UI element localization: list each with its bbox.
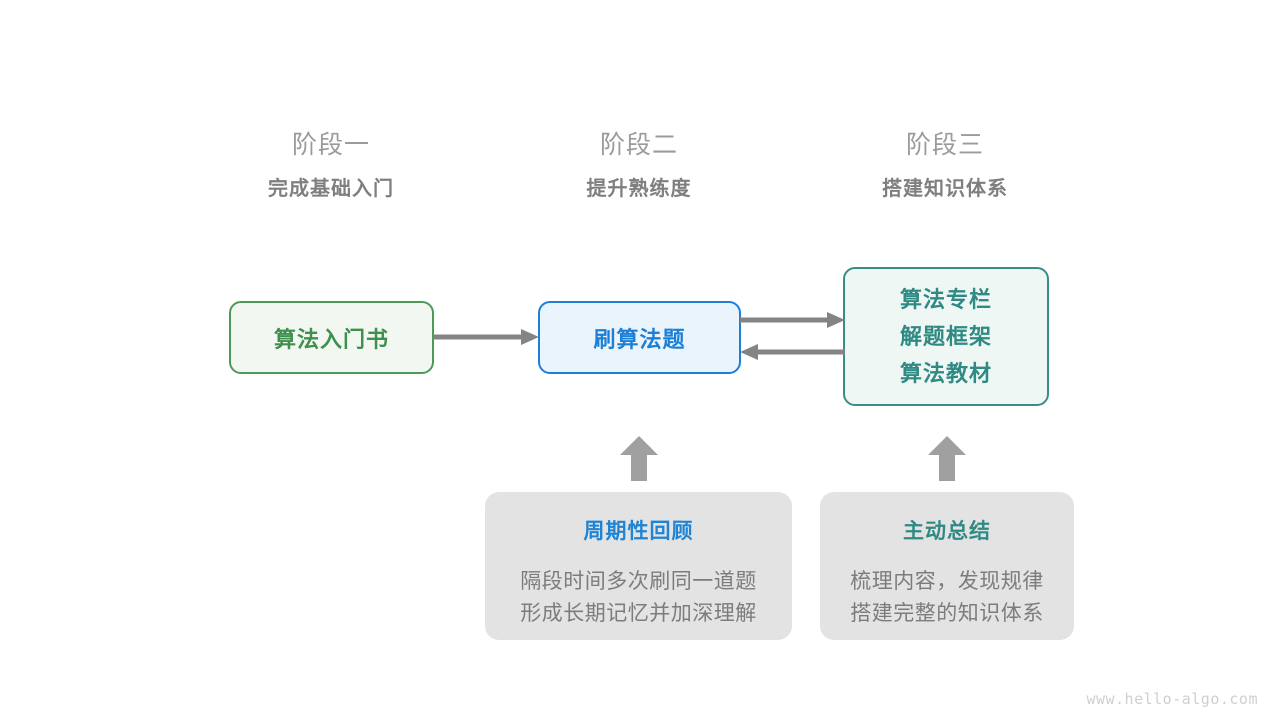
card-body: 梳理内容，发现规律 搭建完整的知识体系: [850, 566, 1044, 630]
card-periodic-review[interactable]: 周期性回顾 隔段时间多次刷同一道题 形成长期记忆并加深理解: [485, 492, 792, 640]
phase-subtitle: 提升熟练度: [586, 178, 692, 200]
phase-subtitle: 完成基础入门: [268, 178, 394, 200]
node-label-line-3: 算法教材: [899, 361, 992, 386]
card-body-line-2: 形成长期记忆并加深理解: [520, 602, 757, 625]
phase-title: 阶段三: [905, 131, 984, 159]
arrow-book-to-practice: [433, 329, 539, 345]
phase-subtitle: 搭建知识体系: [882, 178, 1008, 200]
arrow-practice-to-knowledge: [740, 312, 845, 328]
arrow-knowledge-to-practice: [740, 344, 845, 360]
phase-title: 阶段一: [291, 131, 370, 159]
phase-header-1: 阶段一 完成基础入门: [201, 128, 461, 204]
phase-header-3: 阶段三 搭建知识体系: [815, 128, 1075, 204]
up-arrow-periodic-review: [620, 436, 658, 481]
node-label: 算法入门书: [273, 326, 389, 352]
card-active-summary[interactable]: 主动总结 梳理内容，发现规律 搭建完整的知识体系: [820, 492, 1074, 640]
card-body-line-2: 搭建完整的知识体系: [850, 602, 1044, 625]
card-title: 周期性回顾: [583, 520, 694, 543]
watermark: www.hello-algo.com: [1086, 690, 1258, 708]
card-body-line-1: 梳理内容，发现规律: [850, 570, 1044, 593]
card-body-line-1: 隔段时间多次刷同一道题: [520, 570, 757, 593]
card-body: 隔段时间多次刷同一道题 形成长期记忆并加深理解: [520, 566, 757, 630]
node-label: 刷算法题: [593, 326, 686, 352]
node-label-line-2: 解题框架: [899, 324, 992, 349]
phase-header-2: 阶段二 提升熟练度: [509, 128, 769, 204]
node-label-line-1: 算法专栏: [899, 287, 992, 312]
up-arrow-active-summary: [928, 436, 966, 481]
phase-title: 阶段二: [599, 131, 678, 159]
node-intro-book[interactable]: 算法入门书: [229, 301, 434, 374]
node-practice-problems[interactable]: 刷算法题: [538, 301, 741, 374]
node-knowledge-system[interactable]: 算法专栏 解题框架 算法教材: [843, 267, 1049, 406]
card-title: 主动总结: [903, 520, 991, 543]
